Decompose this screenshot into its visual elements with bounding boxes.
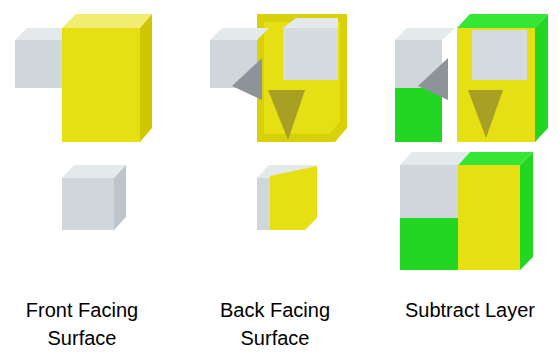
green-side (520, 152, 533, 270)
back-facing-top (210, 14, 347, 142)
grey-front (400, 165, 458, 218)
green-side (535, 14, 548, 142)
grey-front (257, 178, 270, 230)
grey-inner-top (283, 18, 338, 28)
front-facing-bottom (62, 165, 126, 230)
yellow-back (257, 14, 347, 142)
yellow-front (457, 28, 535, 142)
yellow-inner (264, 22, 340, 134)
subtract-bottom (400, 152, 533, 270)
grey-shadow (232, 58, 262, 100)
yellow-face (270, 166, 317, 230)
grey-front (15, 40, 62, 88)
subtract-top (395, 14, 548, 142)
caption-label: Back Facing Surface (210, 296, 340, 352)
green-block (400, 218, 458, 270)
caption-label: Subtract Layer (380, 296, 559, 324)
front-facing-top (15, 14, 152, 142)
caption-label: Front Facing Surface (17, 296, 147, 352)
grey-front (62, 178, 114, 230)
yellow-cone (468, 90, 503, 138)
grey-top (400, 152, 470, 165)
grey-top (210, 28, 269, 40)
grey-shadow (418, 58, 448, 100)
green-top (457, 14, 548, 28)
yellow-front (62, 28, 140, 142)
back-facing-bottom (257, 165, 317, 230)
grey-inner (472, 30, 527, 80)
grey-inner (283, 28, 338, 80)
yellow-top (62, 14, 152, 28)
yellow-side (140, 14, 152, 142)
yellow-front (458, 165, 520, 270)
green-top (458, 152, 533, 165)
green-block (395, 88, 442, 142)
yellow-cone (268, 90, 305, 140)
grey-side (114, 165, 126, 230)
grey-top (395, 28, 455, 40)
